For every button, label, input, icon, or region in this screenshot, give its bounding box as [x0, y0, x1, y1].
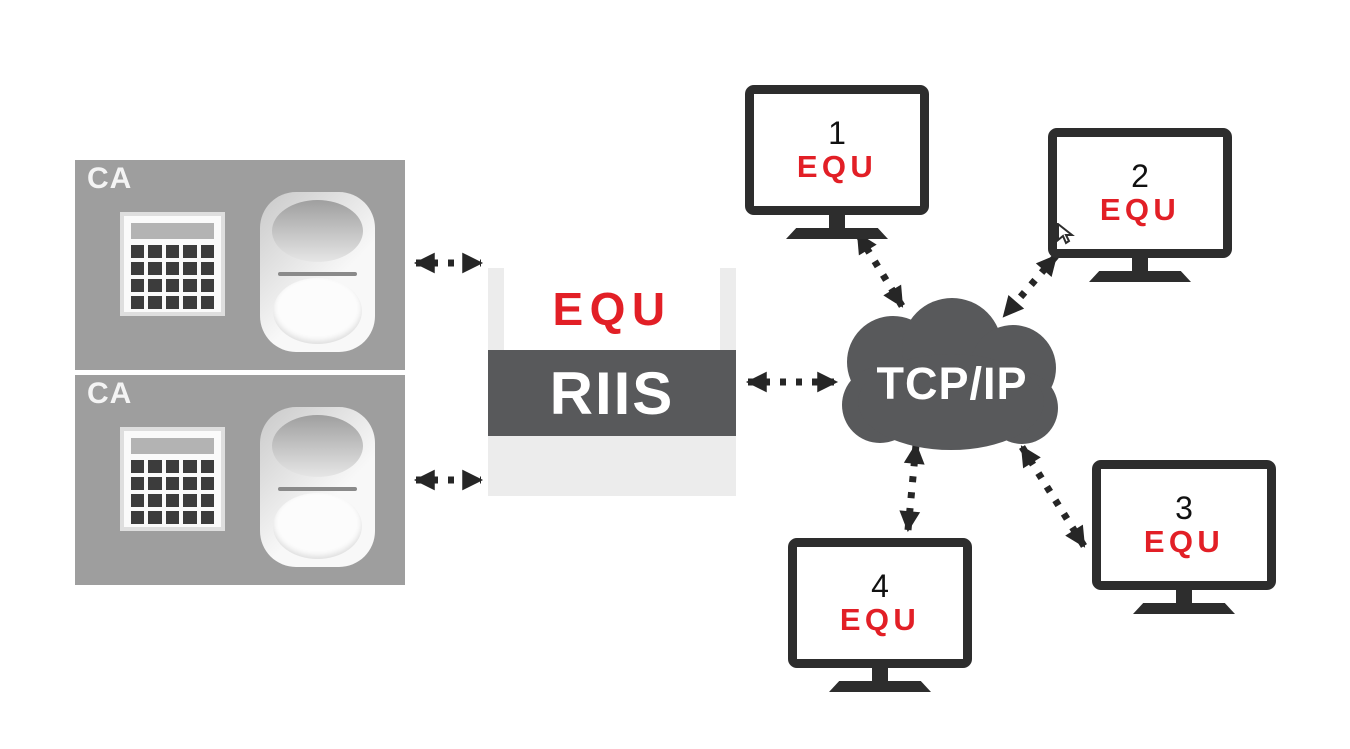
workstation-number: 3: [1175, 490, 1193, 526]
keypad-keys: [131, 245, 214, 309]
keypad-display: [131, 438, 214, 454]
cloud-icon: [842, 298, 1058, 450]
reader-sensor: [272, 200, 363, 262]
monitor-stand: [1132, 258, 1148, 271]
monitor-base: [829, 681, 931, 692]
monitor-stand: [829, 215, 845, 228]
server-band: RIIS: [488, 350, 736, 436]
reader-body: [273, 278, 362, 344]
ca-label: CA: [87, 162, 133, 195]
dotted-arrow-icon: [855, 232, 905, 308]
workstation-1: 1 EQU: [745, 85, 929, 239]
workstation-4: 4 EQU: [788, 538, 972, 692]
reader-slot: [278, 272, 357, 276]
monitor-icon: 1 EQU: [745, 85, 929, 215]
monitor-icon: 3 EQU: [1092, 460, 1276, 590]
workstation-number: 1: [828, 115, 846, 151]
workstation-number: 2: [1131, 158, 1149, 194]
riis-server: EQU RIIS: [488, 268, 736, 496]
keypad-icon: [120, 427, 225, 531]
monitor-icon: 2 EQU: [1048, 128, 1232, 258]
workstation-number: 4: [871, 568, 889, 604]
monitor-icon: 4 EQU: [788, 538, 972, 668]
cursor-icon: [1057, 223, 1075, 245]
ca-label: CA: [87, 377, 133, 410]
equ-logo: EQU: [1143, 524, 1225, 559]
monitor-stand: [1176, 590, 1192, 603]
keypad-icon: [120, 212, 225, 316]
ca-box-1: CA: [75, 160, 405, 370]
equ-logo: EQU: [1099, 192, 1181, 227]
card-reader-icon: [260, 192, 375, 352]
reader-body: [273, 493, 362, 559]
reader-sensor: [272, 415, 363, 477]
keypad-display: [131, 223, 214, 239]
workstation-3: 3 EQU: [1092, 460, 1276, 614]
dotted-arrow-icon: [1019, 445, 1087, 548]
cloud-label: TCP/IP: [876, 358, 1028, 409]
monitor-base: [1089, 271, 1191, 282]
monitor-stand: [872, 668, 888, 681]
equ-logo: EQU: [796, 149, 878, 184]
server-name: RIIS: [549, 359, 675, 427]
reader-slot: [278, 487, 357, 491]
card-reader-icon: [260, 407, 375, 567]
keypad-keys: [131, 460, 214, 524]
equ-logo: EQU: [839, 602, 921, 637]
dotted-arrow-icon: [1001, 253, 1059, 319]
workstation-2: 2 EQU: [1048, 128, 1232, 282]
ca-box-2: CA: [75, 375, 405, 585]
equ-logo: EQU: [552, 283, 672, 335]
dotted-arrow-icon: [899, 442, 925, 533]
server-logo-area: EQU: [504, 268, 720, 350]
monitor-base: [786, 228, 888, 239]
monitor-base: [1133, 603, 1235, 614]
